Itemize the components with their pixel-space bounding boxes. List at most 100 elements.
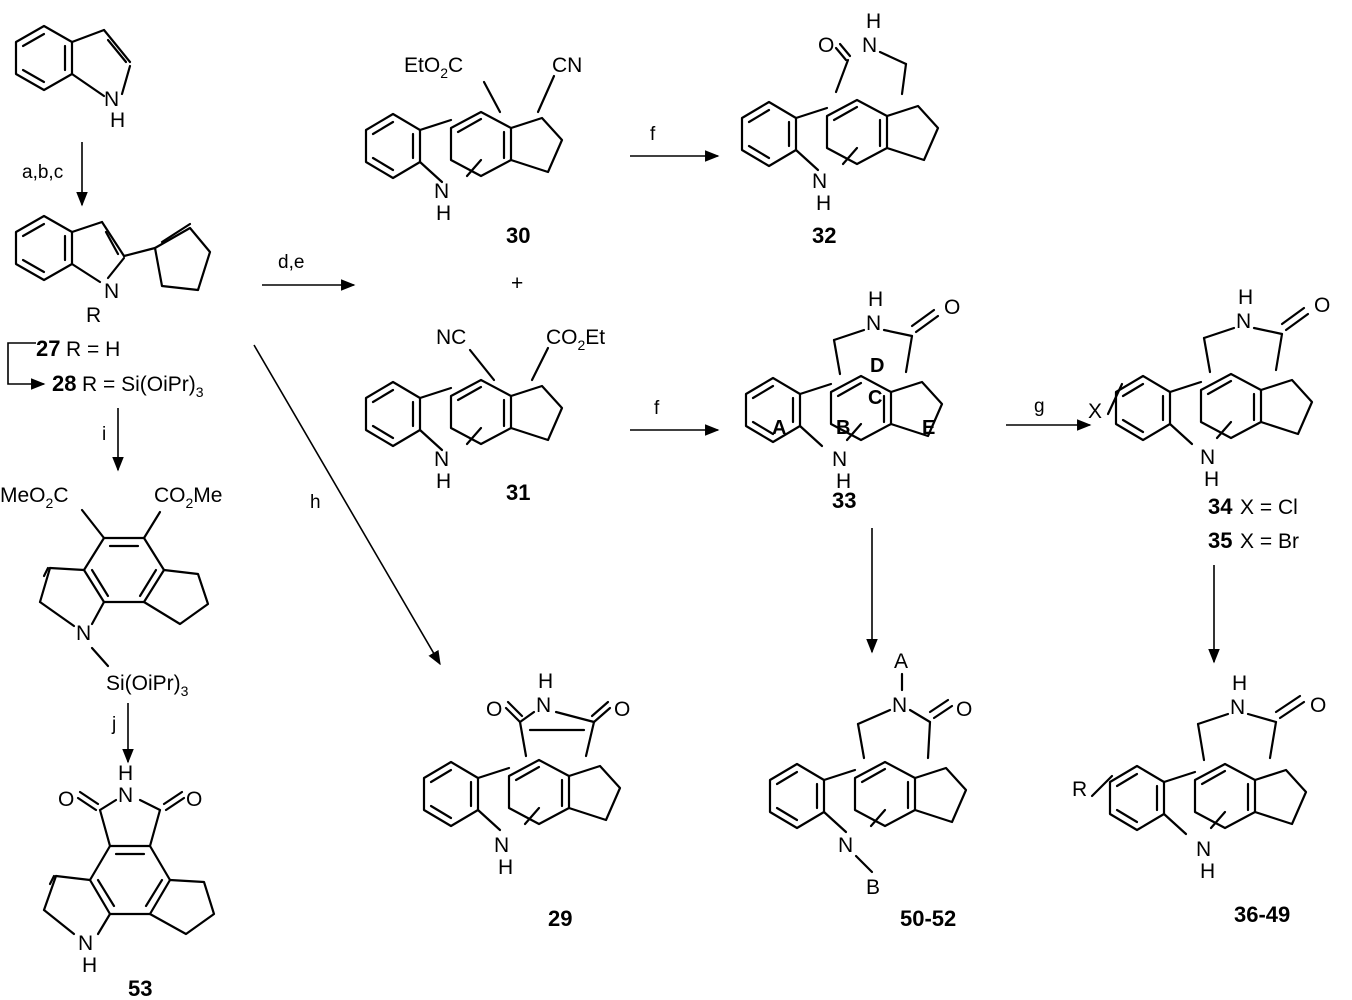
atom-R: R	[1072, 778, 1087, 801]
reagent-h: h	[310, 492, 321, 513]
atom-N: N	[434, 180, 449, 203]
reagent-abc: a,b,c	[22, 162, 63, 183]
ring-label-A: A	[772, 417, 786, 439]
reagent-g: g	[1034, 396, 1045, 417]
ring-label-E: E	[922, 417, 935, 439]
atom-H: H	[868, 288, 883, 311]
x-35: X = Br	[1240, 530, 1299, 553]
atom-H: H	[1232, 672, 1247, 695]
atom-H: H	[1204, 468, 1219, 491]
atom-N: N	[536, 694, 551, 717]
atom-H: H	[436, 470, 451, 493]
reagent-i: i	[102, 424, 106, 445]
atom-R: R	[86, 304, 101, 327]
label-29: 29	[548, 906, 572, 931]
label-53: 53	[128, 976, 152, 1000]
label-32: 32	[812, 223, 836, 248]
atom-N: N	[832, 448, 847, 471]
x-34: X = Cl	[1240, 496, 1298, 519]
reagent-f1: f	[650, 124, 656, 145]
reagent-de: d,e	[278, 252, 304, 273]
label-28: 28	[52, 371, 76, 396]
r-27: R = H	[66, 338, 120, 361]
arrow-27-to-28	[7, 342, 46, 390]
atom-H: H	[1238, 286, 1253, 309]
atom-O: O	[818, 34, 834, 57]
atom-N: N	[434, 448, 449, 471]
atom-H: H	[538, 670, 553, 693]
atom-H: H	[498, 856, 513, 879]
compound-53-structure: H N O O N H	[42, 762, 216, 977]
atom-N: N	[78, 932, 93, 955]
label-30: 30	[506, 223, 530, 248]
atom-H: H	[816, 192, 831, 215]
atom-N: N	[104, 88, 119, 111]
atom-O: O	[944, 296, 960, 319]
atom-A-substituent: A	[894, 650, 908, 673]
compound-33-structure: H N O A B C D E N H	[744, 288, 960, 493]
diester-intermediate-structure: MeO2C CO2Me N Si(OiPr)3	[0, 484, 222, 699]
label-50-52: 50-52	[900, 906, 956, 931]
atom-NC: NC	[436, 326, 466, 349]
atom-SiOiPr3: Si(OiPr)3	[106, 672, 189, 699]
atom-N: N	[812, 170, 827, 193]
label-27: 27	[36, 336, 60, 361]
label-33: 33	[832, 488, 856, 513]
atom-EtO2C: EtO2C	[404, 54, 463, 81]
atom-N: N	[892, 694, 907, 717]
compound-31-structure: NC CO2Et N H	[364, 326, 605, 493]
plus-sign: +	[511, 272, 523, 295]
atom-O: O	[614, 698, 630, 721]
label-36-49: 36-49	[1234, 902, 1290, 927]
label-34: 34	[1208, 494, 1233, 519]
atom-N: N	[1236, 310, 1251, 333]
atom-N: N	[76, 622, 91, 645]
r-28: R = Si(OiPr)3	[82, 373, 204, 400]
compound-50-52-structure: A N O N B	[768, 650, 972, 899]
compound-29-structure: H N O O N H	[422, 670, 630, 879]
atom-B-substituent: B	[866, 876, 880, 899]
atom-N: N	[1230, 696, 1245, 719]
atom-N: N	[862, 34, 877, 57]
atom-H: H	[82, 954, 97, 977]
compound-34-35-structure: H N O X N H	[1088, 286, 1330, 491]
atom-O: O	[1314, 294, 1330, 317]
ring-label-C: C	[868, 387, 882, 409]
compound-27-structure: N R	[14, 214, 212, 327]
atom-MeO2C: MeO2C	[0, 484, 68, 511]
atom-N: N	[1196, 838, 1211, 861]
atom-H: H	[866, 10, 881, 33]
compound-32-structure: H N O N H	[740, 10, 940, 215]
reagent-f2: f	[654, 398, 660, 419]
atom-N: N	[1200, 446, 1215, 469]
atom-N: N	[866, 312, 881, 335]
atom-O: O	[58, 788, 74, 811]
label-31: 31	[506, 480, 530, 505]
ring-label-B: B	[836, 417, 850, 439]
arrow-h	[253, 344, 441, 666]
atom-N: N	[494, 834, 509, 857]
atom-N: N	[104, 280, 119, 303]
atom-N: N	[118, 784, 133, 807]
atom-O: O	[1310, 694, 1326, 717]
compound-30-structure: EtO2C CN N H	[364, 54, 582, 225]
compound-36-49-structure: H N O R N H	[1072, 672, 1326, 883]
reagent-j: j	[111, 714, 116, 735]
atom-H: H	[436, 202, 451, 225]
label-35: 35	[1208, 528, 1232, 553]
atom-O: O	[186, 788, 202, 811]
atom-CO2Me: CO2Me	[154, 484, 222, 511]
atom-H: H	[1200, 860, 1215, 883]
ring-label-D: D	[870, 355, 884, 377]
atom-CN: CN	[552, 54, 582, 77]
atom-O: O	[486, 698, 502, 721]
atom-CO2Et: CO2Et	[546, 326, 605, 353]
atom-N: N	[838, 834, 853, 857]
atom-H: H	[836, 470, 851, 493]
atom-H: H	[118, 762, 133, 785]
atom-H: H	[110, 109, 125, 132]
atom-O: O	[956, 698, 972, 721]
atom-X: X	[1088, 400, 1102, 423]
indole-structure: N H	[14, 24, 132, 132]
